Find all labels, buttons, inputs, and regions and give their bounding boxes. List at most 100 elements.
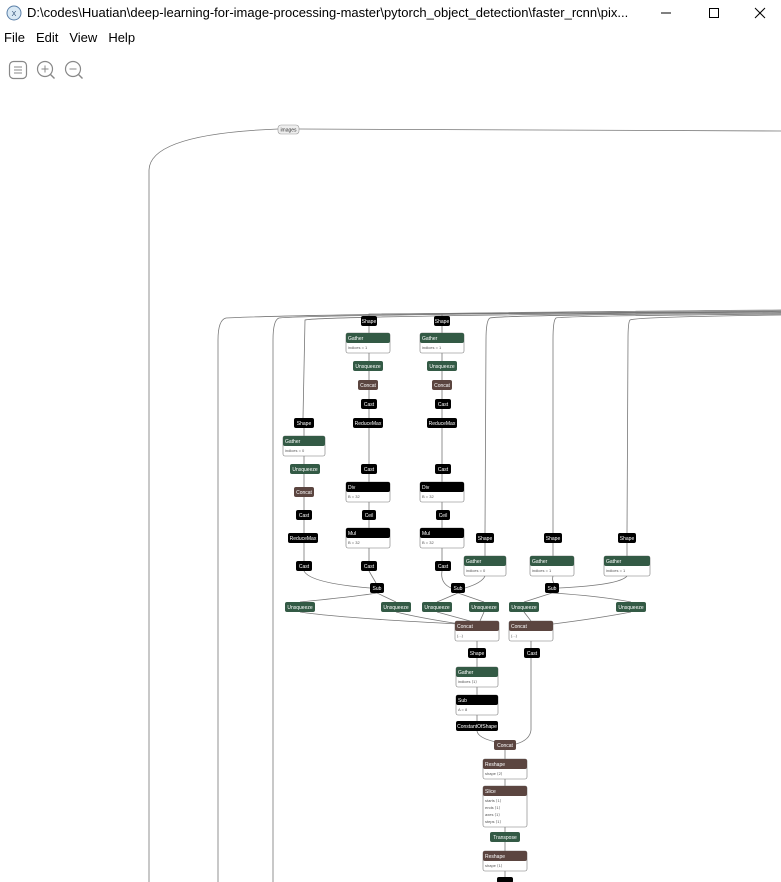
graph-node-unsqueeze[interactable]: Unsqueeze: [353, 361, 383, 371]
node-label: Unsqueeze: [429, 364, 455, 370]
zoom-in-icon[interactable]: [36, 60, 56, 80]
node-label: Unsqueeze: [355, 364, 381, 370]
node-label: Transpose: [493, 835, 517, 841]
graph-input-images[interactable]: images: [277, 124, 300, 135]
graph-node-concat[interactable]: Concat: [358, 380, 378, 390]
graph-node-concat[interactable]: Concat: [294, 487, 314, 497]
graph-node-reducemax[interactable]: ReduceMax: [353, 418, 383, 428]
node-header: [361, 561, 377, 571]
graph-node-unsqueeze[interactable]: Unsqueeze: [285, 602, 315, 612]
sidebar-icon[interactable]: [8, 60, 28, 80]
graph-node-sub[interactable]: Sub: [451, 583, 465, 593]
graph-node-unsqueeze[interactable]: Unsqueeze: [381, 602, 411, 612]
graph-node-cast[interactable]: Cast: [296, 561, 312, 571]
graph-node-shape[interactable]: Shape: [294, 418, 314, 428]
graph-node-ceil[interactable]: Ceil: [436, 510, 450, 520]
graph-node-shape[interactable]: Shape: [618, 533, 636, 543]
graph-node-cast[interactable]: Cast: [296, 510, 312, 520]
graph-edge: [299, 592, 378, 603]
node-label: Shape: [470, 651, 485, 657]
node-header: [509, 602, 539, 612]
graph-node-cast[interactable]: Cast: [361, 399, 377, 409]
graph-node-concat[interactable]: Concat(...): [454, 620, 500, 642]
graph-node-sub[interactable]: Sub: [370, 583, 384, 593]
graph-node-shape[interactable]: Shape: [361, 316, 377, 326]
graph-node-cast[interactable]: Cast: [361, 561, 377, 571]
graph-edge: [395, 611, 461, 625]
graph-node-reducemax[interactable]: ReduceMax: [288, 533, 318, 543]
graph-node-unsqueeze[interactable]: Unsqueeze: [469, 602, 499, 612]
graph-node-cast[interactable]: Cast: [435, 561, 451, 571]
node-header: [432, 380, 452, 390]
graph-node-shape[interactable]: Shape: [468, 648, 486, 658]
node-label: Unsqueeze: [424, 605, 450, 611]
node-header: [456, 695, 498, 705]
node-label: Concat: [457, 624, 473, 630]
graph-node-unsqueeze[interactable]: Unsqueeze: [509, 602, 539, 612]
graph-node-cast[interactable]: Cast: [361, 464, 377, 474]
node-label: Cast: [438, 564, 449, 570]
maximize-icon[interactable]: [691, 0, 737, 26]
node-label: ConstantOfShape: [457, 724, 497, 730]
menu-view[interactable]: View: [69, 30, 98, 45]
node-label: Gather: [458, 670, 474, 676]
minimize-icon[interactable]: [643, 0, 689, 26]
menu-edit[interactable]: Edit: [35, 30, 59, 45]
graph-node-shape[interactable]: Shape: [476, 533, 494, 543]
graph-node-unsqueeze[interactable]: Unsqueeze: [422, 602, 452, 612]
graph-node-unsqueeze[interactable]: Unsqueeze: [616, 602, 646, 612]
close-icon[interactable]: [737, 0, 781, 26]
graph-node-unsqueeze[interactable]: Unsqueeze: [290, 464, 320, 474]
graph-node-reducemax[interactable]: ReduceMax: [427, 418, 457, 428]
node-label: Sub: [458, 698, 467, 704]
node-label: Shape: [478, 536, 493, 542]
node-label: Gather: [466, 559, 482, 565]
graph-node-constantofshape[interactable]: ConstantOfShape: [456, 721, 498, 731]
node-header: [420, 528, 464, 538]
graph-node-cast[interactable]: Cast: [524, 648, 540, 658]
node-attribute: indices = 1: [532, 568, 552, 573]
node-attribute: B = 32: [422, 540, 434, 545]
node-header: [436, 510, 450, 520]
input-label: images: [280, 128, 297, 134]
graph-node-cast[interactable]: Cast: [435, 464, 451, 474]
graph-edge: [457, 592, 485, 603]
zoom-out-icon[interactable]: [64, 60, 84, 80]
graph-edge: [368, 570, 377, 584]
graph-node-concat[interactable]: Concat: [432, 380, 452, 390]
node-label: Concat: [434, 383, 450, 389]
graph-node-sub[interactable]: Sub: [545, 583, 559, 593]
graph-node-cast[interactable]: Cast: [435, 399, 451, 409]
node-attribute: indices = 1: [348, 345, 368, 350]
node-label: Concat: [511, 624, 527, 630]
graph-node-gather[interactable]: Gather indices = 1: [345, 332, 391, 354]
graph-node-unsqueeze[interactable]: Unsqueeze: [427, 361, 457, 371]
menu-help[interactable]: Help: [108, 30, 136, 45]
graph-node-shape[interactable]: Shape: [544, 533, 562, 543]
graph-node-partial[interactable]: [497, 877, 513, 882]
graph-node-transpose[interactable]: Transpose: [490, 832, 520, 842]
graph-node-ceil[interactable]: Ceil: [362, 510, 376, 520]
menu-file[interactable]: File: [4, 30, 25, 45]
node-label: Ceil: [439, 513, 448, 519]
graph-node-shape[interactable]: Shape: [434, 316, 450, 326]
graph-node-concat[interactable]: Concat(...): [508, 620, 554, 642]
node-label: Gather: [348, 336, 364, 342]
node-label: Shape: [362, 319, 377, 325]
graph-node-concat[interactable]: Concat: [494, 740, 516, 750]
